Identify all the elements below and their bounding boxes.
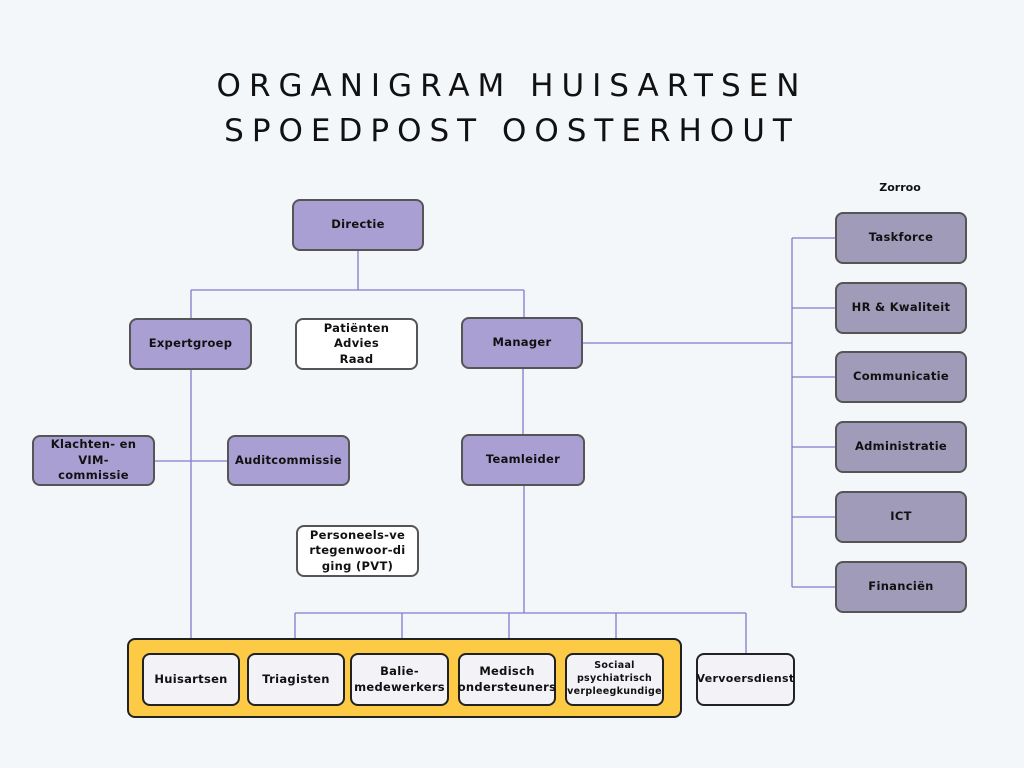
node-financien: Financiën bbox=[835, 561, 967, 613]
node-balie-medewerkers: Balie-medewerkers bbox=[350, 653, 449, 706]
connector bbox=[294, 613, 747, 653]
node-auditcommissie: Auditcommissie bbox=[227, 435, 350, 486]
node-directie: Directie bbox=[292, 199, 424, 251]
node-manager: Manager bbox=[461, 317, 583, 369]
connector bbox=[583, 237, 835, 588]
node-klachten-vim-commissie: Klachten- en VIM-commissie bbox=[32, 435, 155, 486]
node-ict: ICT bbox=[835, 491, 967, 543]
node-taskforce: Taskforce bbox=[835, 212, 967, 264]
title-line-2: SPOEDPOST OOSTERHOUT bbox=[224, 113, 800, 149]
connector bbox=[190, 250, 525, 318]
node-patienten-advies-raad: Patiënten Advies Raad bbox=[295, 318, 418, 370]
node-pvt: Personeels-vertegenwoor-diging (PVT) bbox=[296, 525, 419, 577]
node-triagisten: Triagisten bbox=[247, 653, 345, 706]
node-administratie: Administratie bbox=[835, 421, 967, 473]
node-communicatie: Communicatie bbox=[835, 351, 967, 403]
connector bbox=[155, 370, 227, 653]
node-teamleider: Teamleider bbox=[461, 434, 585, 486]
title-line-1: ORGANIGRAM HUISARTSEN bbox=[216, 68, 808, 104]
connector bbox=[295, 369, 746, 614]
node-vervoersdienst: Vervoersdienst bbox=[696, 653, 795, 706]
node-huisartsen: Huisartsen bbox=[142, 653, 240, 706]
zorroo-label: Zorroo bbox=[879, 181, 921, 194]
node-expertgroep: Expertgroep bbox=[129, 318, 252, 370]
node-sociaal-psychiatrisch-verpleegkundige: Sociaal psychiatrisch verpleegkundige bbox=[565, 653, 664, 706]
node-medisch-ondersteuners: Medisch ondersteuners bbox=[458, 653, 556, 706]
node-hr-kwaliteit: HR & Kwaliteit bbox=[835, 282, 967, 334]
